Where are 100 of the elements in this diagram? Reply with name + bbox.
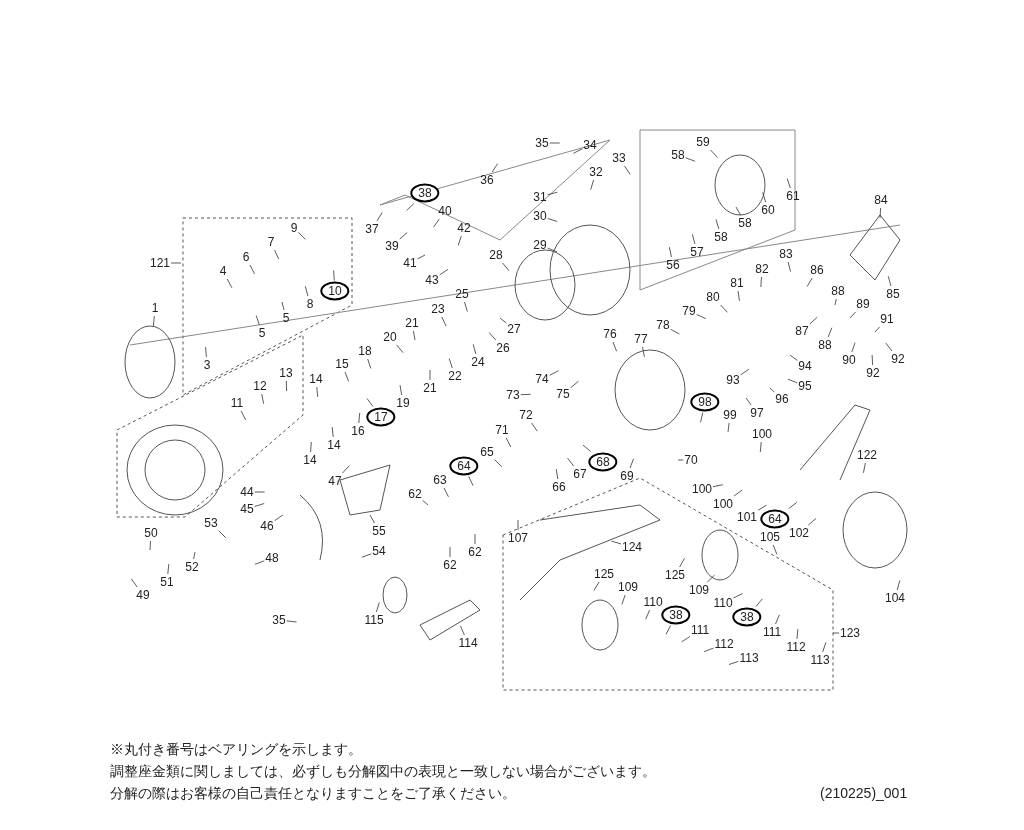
callout-number: 31 [533, 190, 547, 204]
leader-line [468, 476, 474, 486]
callout-number: 54 [372, 544, 386, 558]
callout-number: 125 [665, 568, 685, 582]
callout-number: 41 [403, 256, 417, 270]
leader-line [567, 457, 575, 467]
callout-number: 14 [303, 453, 317, 467]
callout-number: 58 [738, 216, 752, 230]
leader-line [775, 614, 780, 625]
leader-line [806, 277, 813, 287]
leader-line [665, 625, 671, 635]
leader-line [787, 378, 798, 384]
callout-number: 50 [144, 526, 158, 540]
callout-number: 90 [842, 353, 856, 367]
callout-number: 14 [309, 372, 323, 386]
callout-number: 57 [690, 245, 704, 259]
callout-number: 25 [455, 287, 469, 301]
callout-number: 92 [866, 366, 880, 380]
leader-line [549, 370, 559, 376]
leader-line [700, 412, 704, 423]
callout-number: 37 [365, 222, 379, 236]
leader-line [871, 354, 873, 366]
leader-line [376, 602, 380, 613]
callout-number: 112 [786, 640, 806, 654]
leader-line [304, 285, 309, 297]
circled-callout-number: 10 [320, 281, 350, 301]
callout-number: 3 [203, 358, 211, 372]
callout-number: 53 [204, 516, 218, 530]
leader-line [297, 231, 306, 240]
leader-line [703, 647, 714, 653]
leader-line [547, 218, 558, 222]
callout-number: 113 [810, 653, 830, 667]
leader-line [547, 247, 558, 253]
callout-number: 21 [405, 316, 419, 330]
leader-line [849, 311, 856, 319]
callout-number: 92 [891, 352, 905, 366]
leader-line [728, 661, 739, 665]
leader-line [896, 580, 901, 591]
leader-line [464, 301, 468, 312]
callout-number: 66 [552, 480, 566, 494]
leader-line [255, 315, 260, 326]
leader-line [396, 344, 404, 354]
leader-line [310, 441, 312, 453]
callout-number: 52 [185, 560, 199, 574]
callout-number: 81 [730, 276, 744, 290]
leader-line [720, 304, 728, 313]
callout-number: 78 [656, 318, 670, 332]
leader-line [342, 465, 350, 474]
leader-line [879, 207, 881, 219]
callout-number: 123 [840, 626, 860, 640]
callout-number: 65 [480, 445, 494, 459]
leader-line [737, 290, 740, 302]
callout-number: 96 [775, 392, 789, 406]
callout-number: 14 [327, 438, 341, 452]
leader-line [429, 369, 431, 381]
callout-number: 69 [620, 469, 634, 483]
callout-number: 67 [573, 467, 587, 481]
callout-number: 112 [714, 637, 734, 651]
leader-line [796, 628, 799, 640]
callout-number: 94 [798, 359, 812, 373]
callout-number: 86 [810, 263, 824, 277]
callout-number: 60 [761, 203, 775, 217]
leader-line [710, 149, 718, 158]
leader-line [555, 468, 559, 480]
callout-number: 114 [458, 636, 478, 650]
callout-number: 15 [335, 357, 349, 371]
leader-line [570, 380, 579, 389]
leader-line [715, 219, 720, 230]
leader-line [707, 574, 715, 583]
callout-number: 88 [818, 338, 832, 352]
leader-line [645, 609, 650, 620]
leader-line [642, 346, 645, 358]
leader-line [274, 249, 280, 260]
leader-line [205, 346, 207, 358]
callout-number: 45 [240, 502, 254, 516]
leader-line [624, 165, 631, 175]
callout-number: 20 [383, 330, 397, 344]
leader-line [745, 397, 752, 406]
callout-number: 27 [507, 322, 521, 336]
leader-line [494, 459, 503, 468]
callout-number: 105 [760, 530, 780, 544]
leader-line [240, 410, 247, 421]
leader-line [573, 148, 583, 154]
callout-number: 22 [448, 369, 462, 383]
leader-line [757, 504, 767, 511]
callout-number: 84 [874, 193, 888, 207]
leader-line [406, 203, 415, 211]
callout-number: 77 [634, 332, 648, 346]
leader-line [369, 514, 375, 524]
leader-line [254, 491, 266, 493]
callout-number: 95 [798, 379, 812, 393]
callout-number: 102 [789, 526, 809, 540]
callout-number: 46 [260, 519, 274, 533]
leader-line [376, 212, 383, 222]
callout-number: 61 [786, 189, 800, 203]
leader-line [762, 192, 766, 203]
leader-line [612, 341, 617, 352]
callout-number: 125 [594, 567, 614, 581]
callout-number: 111 [762, 625, 782, 639]
callout-number: 75 [556, 387, 570, 401]
